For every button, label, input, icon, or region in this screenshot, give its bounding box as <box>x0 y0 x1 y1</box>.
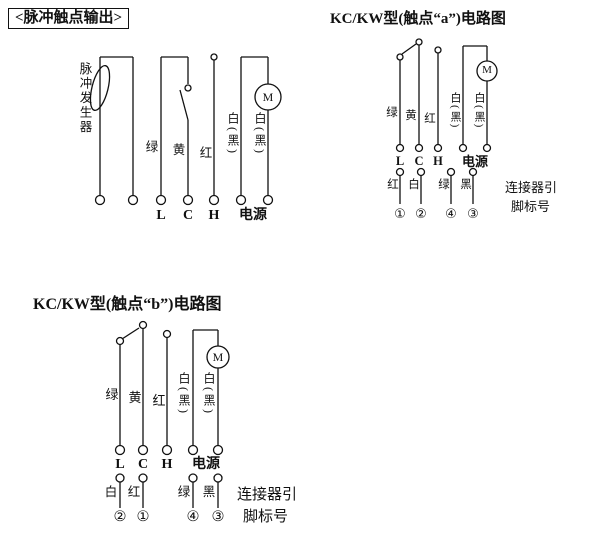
pin-number: ④ <box>186 509 200 525</box>
wire-label-yellow: 黄 <box>172 143 186 157</box>
pin-label: 白 <box>104 485 118 499</box>
contact-point <box>184 84 192 92</box>
wire-label-white-black-2: 白(黑) <box>473 92 485 130</box>
pin-number: ③ <box>467 207 479 222</box>
pin-label: 黑 <box>202 485 216 499</box>
pulse-circuit <box>89 53 282 206</box>
wire-label-green: 绿 <box>105 387 119 402</box>
wire-label-green: 绿 <box>145 140 159 154</box>
contact-point <box>210 53 218 61</box>
terminal-circles <box>114 444 224 456</box>
terminal-l: L <box>115 457 125 472</box>
connector-note-line2: 脚标号 <box>243 509 289 525</box>
contact-point <box>162 329 172 339</box>
connector-pin-wires <box>395 167 478 204</box>
contact-a-circuit <box>395 38 498 204</box>
switch-blade <box>401 43 417 55</box>
motor-label: M <box>262 90 274 104</box>
wire-label-white-black-2: 白(黑) <box>202 372 216 416</box>
pulse-generator-label: 脉冲发生器 <box>77 62 92 135</box>
contact-b-circuit <box>114 320 230 508</box>
terminal-circles <box>94 194 274 206</box>
wire-label-yellow: 黄 <box>128 390 142 405</box>
pin-label: 绿 <box>177 485 191 499</box>
terminal-circles <box>395 143 492 153</box>
terminal-power: 电源 <box>192 457 220 472</box>
connector-note-line1: 连接器引 <box>505 180 558 195</box>
wire-label-green: 绿 <box>386 107 398 119</box>
pulse-title: <脉冲触点输出> <box>8 8 130 29</box>
wire-label-red: 红 <box>152 393 166 408</box>
pin-number: ② <box>113 509 127 525</box>
wire-label-white-black-1: 白(黑) <box>226 112 240 156</box>
terminal-power: 电源 <box>461 154 489 169</box>
wire-label-red: 红 <box>199 146 213 160</box>
contact-point <box>415 38 423 46</box>
wire-label-red: 红 <box>424 113 436 125</box>
wire-label-white-black-1: 白(黑) <box>449 92 461 130</box>
pin-number: ① <box>394 207 406 222</box>
contact-point <box>138 320 148 330</box>
motor-label: M <box>212 350 224 364</box>
pin-label: 黑 <box>460 179 472 191</box>
connector-pin-wires <box>115 473 223 508</box>
terminal-h: H <box>161 457 173 472</box>
pin-label: 白 <box>408 179 420 191</box>
contact-a-title: KC/KW型(触点“a”)电路图 <box>330 11 506 27</box>
pin-label: 绿 <box>438 179 450 191</box>
pulse-generator-symbol <box>89 64 111 112</box>
switch-blade <box>121 327 140 340</box>
wire-label-white-black-1: 白(黑) <box>177 372 191 416</box>
motor-label: M <box>482 64 492 76</box>
pin-number: ③ <box>211 509 225 525</box>
terminal-l: L <box>395 154 405 168</box>
terminal-h: H <box>433 154 443 168</box>
pin-number: ② <box>415 207 427 222</box>
connector-note-line2: 脚标号 <box>511 199 551 214</box>
terminal-h: H <box>208 208 220 223</box>
contact-point <box>434 46 442 54</box>
pin-label: 红 <box>127 485 141 499</box>
contact-b-title: KC/KW型(触点“b”)电路图 <box>33 296 222 313</box>
terminal-power: 电源 <box>239 208 267 223</box>
contact-point <box>396 53 404 61</box>
wire-label-yellow: 黄 <box>405 110 417 122</box>
connector-note-line1: 连接器引 <box>237 487 298 503</box>
wire-label-white-black-2: 白(黑) <box>253 112 267 156</box>
pin-label: 红 <box>387 179 399 191</box>
terminal-c: C <box>137 457 149 472</box>
terminal-l: L <box>156 208 166 223</box>
terminal-c: C <box>182 208 194 223</box>
pin-number: ④ <box>445 207 457 222</box>
terminal-c: C <box>414 154 424 168</box>
switch-blade <box>179 89 189 121</box>
pin-number: ① <box>136 509 150 525</box>
